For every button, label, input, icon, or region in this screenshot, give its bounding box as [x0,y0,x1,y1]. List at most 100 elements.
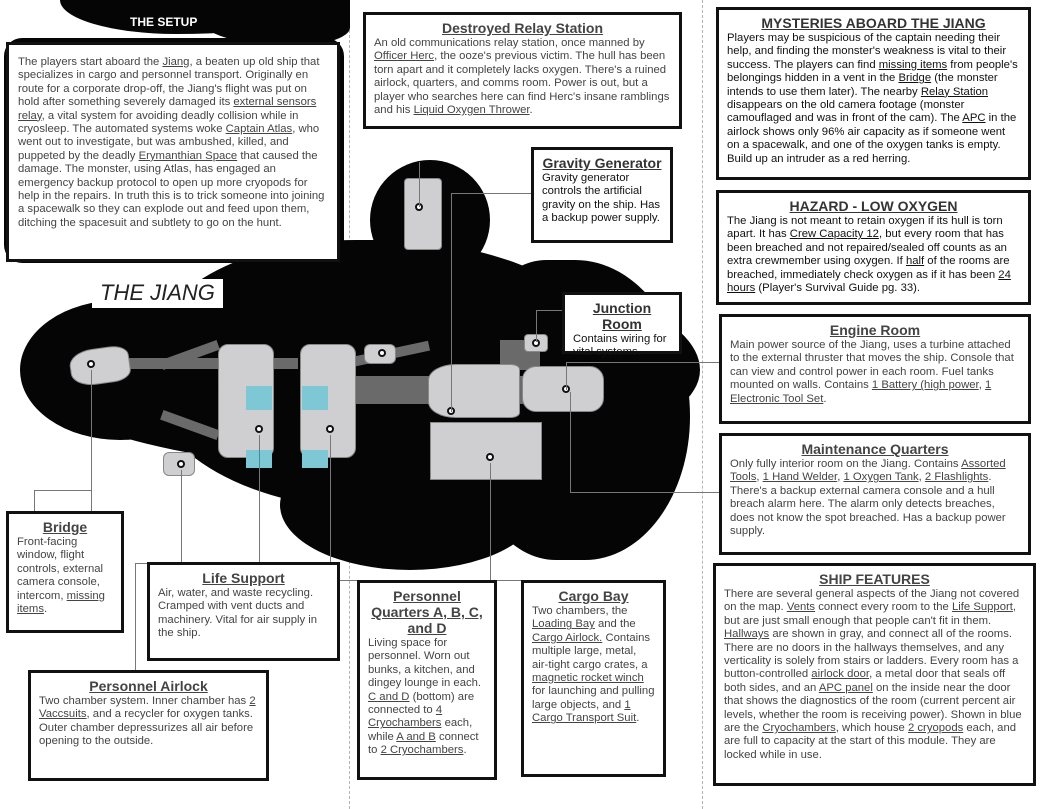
underlined-term: Hallways [724,628,770,641]
text-run: each, while [368,717,473,743]
text-run: , but are just small enough that people … [724,601,1017,627]
text-run: , the ooze's previous victim. The hull h… [374,50,670,117]
underlined-term: 2 Cryochambers [380,744,464,757]
text-run: for launching and pulling large objects,… [532,685,655,711]
underlined-term: Vents [786,601,816,614]
text-run: . [823,392,827,405]
column-divider [702,0,703,809]
text-run: , who went out to investigate, but was a… [18,123,320,162]
text-run: . [636,712,640,725]
bridge-box: Bridge Front-facing window, flight contr… [6,511,124,633]
underlined-term: 24 hours [727,268,1011,295]
relay-station-title: Destroyed Relay Station [441,20,604,36]
text-run: . [44,603,48,616]
text-run: The players start aboard the [18,56,163,68]
text-run: Only fully interior room on the Jiang. C… [730,458,962,470]
text-run: (Player's Survival Guide pg. 33). [755,282,921,295]
underlined-term: half [905,255,925,268]
text-run: Air, water, and waste recycling. Cramped… [158,587,318,640]
underlined-term: 1 Cargo Transport Suit [532,698,637,725]
underlined-term: 4 Cryochambers [368,704,443,730]
personnel-airlock-text: Two chamber system. Inner chamber has 2 … [39,695,256,747]
text-run: . [529,104,533,117]
underlined-term: Cargo Airlock. [532,631,603,644]
cargo-bay-box: Cargo Bay Two chambers, the Loading Bay … [521,580,666,777]
personnel-airlock-title: Personnel Airlock [89,678,208,694]
underlined-term: magnetic rocket winch [532,672,644,685]
underlined-term: APC [962,112,986,125]
text-run: disappears on the old camera footage (mo… [727,99,965,125]
text-run: Main power source of the Jiang, uses a t… [730,339,1014,392]
text-run: , [756,471,763,484]
ship-features-box: SHIP FEATURES There are several general … [713,563,1036,786]
bridge-title: Bridge [42,519,88,535]
personnel-quarters-box: Personnel Quarters A, B, C, and D Living… [357,580,497,780]
underlined-term: external sensors relay [18,96,317,122]
text-run: of the rooms are breached, immediately c… [727,255,1010,281]
life-support-box: Life Support Air, water, and waste recyc… [147,562,340,661]
personnel-quarters-text: Living space for personnel. Worn out bun… [368,637,481,756]
underlined-term: Life Support [951,601,1013,614]
text-run: Two chambers, the [532,605,628,617]
personnel-airlock-box: Personnel Airlock Two chamber system. In… [28,670,269,781]
hazard-title: HAZARD - LOW OXYGEN [789,198,958,214]
underlined-term: Loading Bay [532,618,595,631]
mysteries-box: MYSTERIES ABOARD THE JIANG Players may b… [716,7,1031,180]
text-run: Contains wiring for vital systems. [573,333,667,359]
underlined-term: 2 Vaccsuits [39,695,256,721]
text-run: The Jiang is not meant to retain oxygen … [727,215,1003,241]
gravity-generator-text: Gravity generator controls the artificia… [542,172,660,224]
personnel-quarters-title: Personnel Quarters A, B, C, and D [371,588,483,636]
relay-station-text: An old communications relay station, onc… [374,37,669,116]
engine-room-title: Engine Room [829,322,921,338]
text-run: Living space for personnel. Worn out bun… [368,637,482,690]
map-title: THE JIANG [92,279,223,308]
text-run: , a vital system for avoiding deadly col… [18,109,299,136]
mysteries-title: MYSTERIES ABOARD THE JIANG [761,15,986,31]
life-support-text: Air, water, and waste recycling. Cramped… [158,587,317,639]
text-run: each, and are full to capacity at the st… [724,722,1017,761]
text-run: , and a recycler for oxygen tanks. Outer… [39,708,254,748]
text-run: connect every room to the [815,601,952,614]
gravity-generator-title: Gravity Generator [542,155,662,171]
mysteries-text: Players may be suspicious of the captain… [727,32,1018,165]
text-run: , a beaten up old ship that specializes … [18,56,320,109]
ship-features-text: There are several general aspects of the… [724,588,1022,761]
setup-box: The players start aboard the Jiang, a be… [6,42,340,262]
text-run: (bottom) are connected to [368,690,475,717]
text-run: , which house [835,722,908,735]
underlined-term: 1 Electronic Tool Set [730,379,992,405]
maintenance-quarters-box: Maintenance Quarters Only fully interior… [719,433,1031,555]
text-run: Front-facing window, flight controls, ex… [17,536,104,602]
text-run: . There's a backup external camera conso… [730,471,1006,538]
underlined-term: Cryochambers [762,722,836,735]
underlined-term: Assorted Tools [730,458,1006,484]
hazard-box: HAZARD - LOW OXYGEN The Jiang is not mea… [716,190,1031,305]
text-run: Two chamber system. Inner chamber has [39,695,250,707]
underlined-term: Liquid Oxygen Thrower [413,104,530,117]
ship-features-title: SHIP FEATURES [819,571,930,587]
underlined-term: Jiang [162,56,190,68]
bridge-text: Front-facing window, flight controls, ex… [17,536,105,615]
underlined-term: Officer Herc [374,50,435,63]
text-run: . [463,744,467,757]
maintenance-quarters-text: Only fully interior room on the Jiang. C… [730,458,1006,537]
underlined-term: Crew Capacity 12 [789,228,879,241]
underlined-term: 2 Flashlights [924,471,989,484]
underlined-term: 2 cryopods [907,722,964,735]
life-support-title: Life Support [202,570,285,586]
text-run: in the airlock shows only 96% air capaci… [727,112,1017,165]
underlined-term: Captain Atlas [225,123,293,136]
engine-room-box: Engine Room Main power source of the Jia… [719,314,1031,424]
text-run: , but every room that has been breached … [727,228,1007,268]
hazard-text: The Jiang is not meant to retain oxygen … [727,215,1011,294]
underlined-term: C and D [368,690,410,703]
underlined-term: Bridge [898,72,932,85]
underlined-term: airlock door [811,668,870,681]
underlined-term: 1 Hand Welder [762,471,838,484]
underlined-term: 1 Oxygen Tank [843,471,919,484]
underlined-term: Erymanthian Space [138,149,238,162]
underlined-term: 1 Battery (high power [871,379,979,392]
setup-text: The players start aboard the Jiang, a be… [18,56,324,229]
text-run: Players may be suspicious of the captain… [727,32,1007,71]
